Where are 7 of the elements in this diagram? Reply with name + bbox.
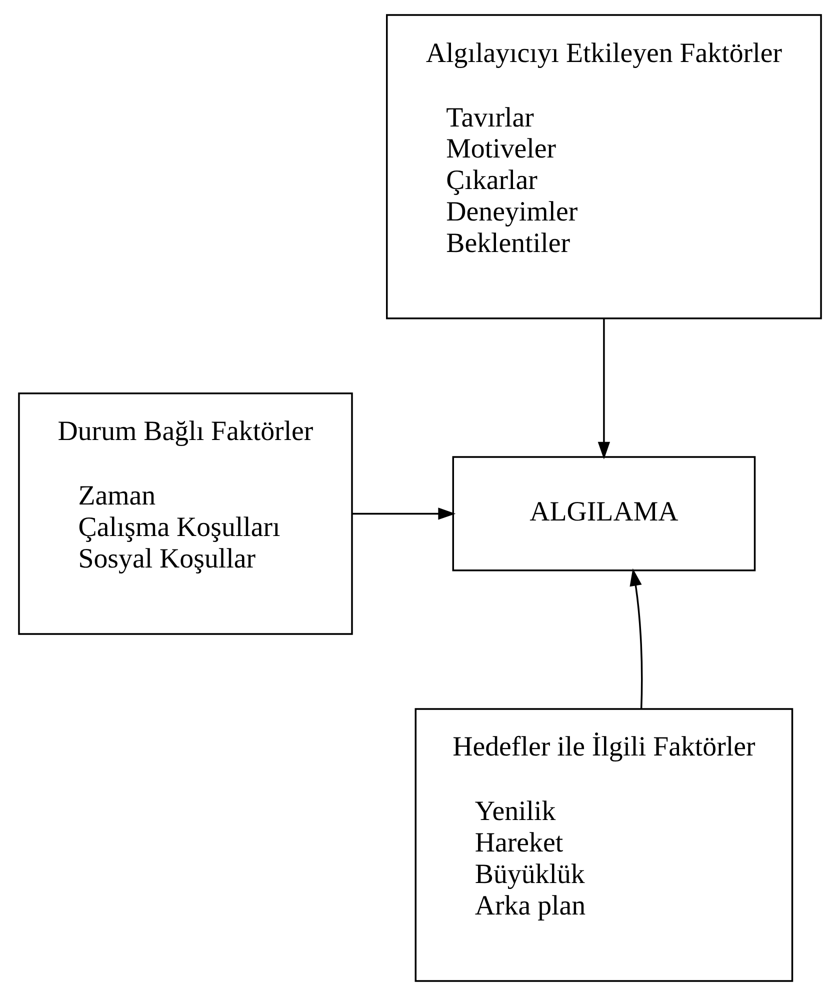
arrow (352, 508, 456, 520)
node-box: ALGILAMA (452, 456, 756, 572)
node-box: Algılayıcıyı Etkileyen Faktörler Tavırlar Motiveler Çıkarlar Deneyimler Beklentiler (386, 14, 822, 320)
node-box: Durum Bağlı Faktörler Zaman Çalışma Koşulları Sosyal Koşullar (18, 392, 353, 635)
node-box: Hedefler ile İlgili Faktörler Yenilik Hareket Büyüklük Arka plan (414, 708, 794, 982)
arrow (598, 318, 610, 460)
arrow (630, 568, 643, 709)
